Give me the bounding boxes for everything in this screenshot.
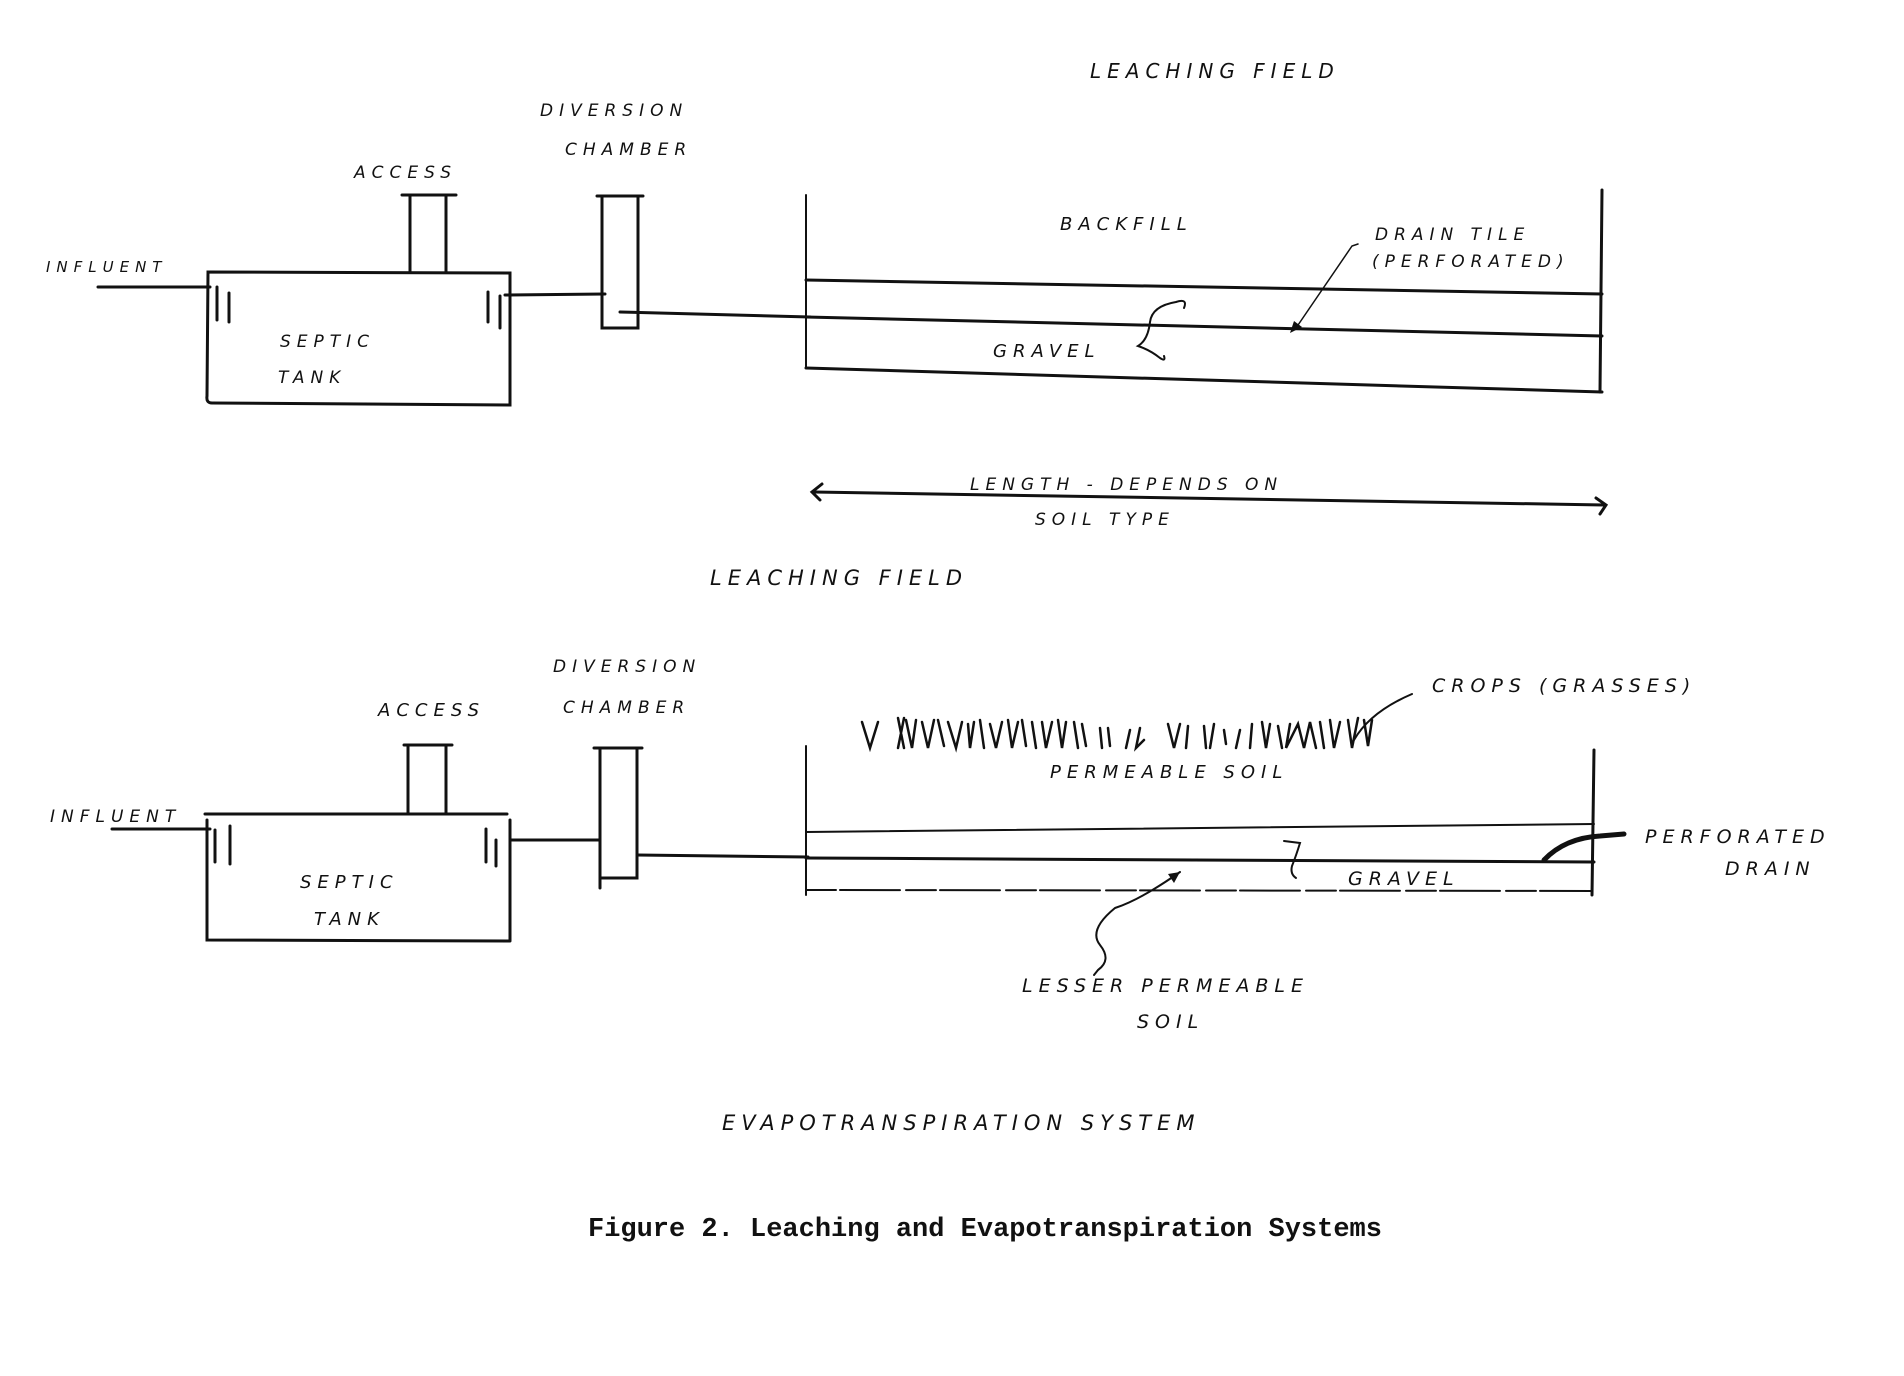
gravel-top-line <box>804 278 1604 296</box>
et-gravel-brace <box>1283 840 1302 879</box>
crops-grasses <box>860 716 1374 753</box>
leaching-field-title: LEACHING FIELD <box>710 566 968 590</box>
grass-strokes <box>860 716 1374 753</box>
lesser-permeable-label-line1: LESSER PERMEABLE <box>1022 975 1309 997</box>
access-label: ACCESS <box>353 163 457 183</box>
perforated-drain-leader <box>1541 831 1627 863</box>
diversion-label-line2: CHAMBER <box>565 140 692 160</box>
draintile-label-line1: DRAIN TILE <box>1375 225 1530 245</box>
et-diversion-chamber <box>598 746 639 890</box>
et-gravel-top-line <box>805 823 1595 833</box>
permeable-soil-label: PERMEABLE SOIL <box>1050 762 1288 783</box>
draintile-arrowhead-icon <box>1290 321 1302 333</box>
et-distribution-pipe <box>635 853 810 859</box>
et-tank-label-line1: SEPTIC <box>300 872 399 893</box>
outlet-pipe <box>503 292 607 297</box>
et-diversion-label-line1: DIVERSION <box>553 657 701 677</box>
influent-label: INFLUENT <box>46 258 167 276</box>
length-dimension-line <box>812 490 1606 507</box>
septic-tank <box>205 270 512 407</box>
gravel-label: GRAVEL <box>993 341 1101 362</box>
drain-tile-line <box>804 315 1604 338</box>
length-label-line2: SOIL TYPE <box>1035 510 1175 530</box>
backfill-label: BACKFILL <box>1060 214 1193 235</box>
gravel-brace <box>1135 299 1186 361</box>
et-access-label: ACCESS <box>377 700 485 721</box>
perforated-drain-label-line1: PERFORATED <box>1645 826 1831 848</box>
arrow-right-icon <box>1594 496 1609 516</box>
trench-bottom-line <box>804 366 1604 394</box>
crops-label: CROPS (GRASSES) <box>1432 675 1696 697</box>
tank-label-line1: SEPTIC <box>280 332 375 352</box>
draintile-label-line2: (PERFORATED) <box>1372 252 1570 272</box>
length-label-line1: LENGTH - DEPENDS ON <box>970 475 1283 495</box>
distribution-pipe <box>618 310 812 319</box>
lesser-permeable-label-line2: SOIL <box>1137 1011 1204 1033</box>
evapotranspiration-diagram: INFLUENT SEPTIC TANK ACCESS DIVERSION CH… <box>50 657 1831 1135</box>
et-influent-label: INFLUENT <box>50 807 181 827</box>
evapotranspiration-title: EVAPOTRANSPIRATION SYSTEM <box>722 1111 1201 1135</box>
tank-label-line2: TANK <box>278 368 346 388</box>
diversion-chamber <box>600 194 640 330</box>
et-perforated-drain-line <box>804 856 1596 864</box>
perforated-drain-label-line2: DRAIN <box>1725 858 1816 880</box>
draintile-leader-arrow <box>1295 243 1359 329</box>
crops-leader <box>1353 693 1413 741</box>
et-gravel-label: GRAVEL <box>1348 868 1460 890</box>
diversion-label-line1: DIVERSION <box>540 101 688 121</box>
et-bed-right-wall <box>1590 748 1596 897</box>
leaching-field-heading: LEACHING FIELD <box>1090 59 1340 83</box>
trench-right-wall <box>1598 188 1604 394</box>
leaching-field-diagram: LEACHING FIELD INFLUENT SEPTIC TANK ACCE… <box>46 59 1609 590</box>
arrow-left-icon <box>809 482 824 502</box>
et-tank-label-line2: TANK <box>314 909 385 930</box>
lesser-permeable-leader <box>1093 871 1181 976</box>
et-bed-bottom-line <box>805 889 1593 892</box>
lesser-arrowhead-icon <box>1168 872 1180 883</box>
et-diversion-label-line2: CHAMBER <box>563 698 690 718</box>
figure-caption: Figure 2. Leaching and Evapotranspiratio… <box>588 1215 1382 1245</box>
